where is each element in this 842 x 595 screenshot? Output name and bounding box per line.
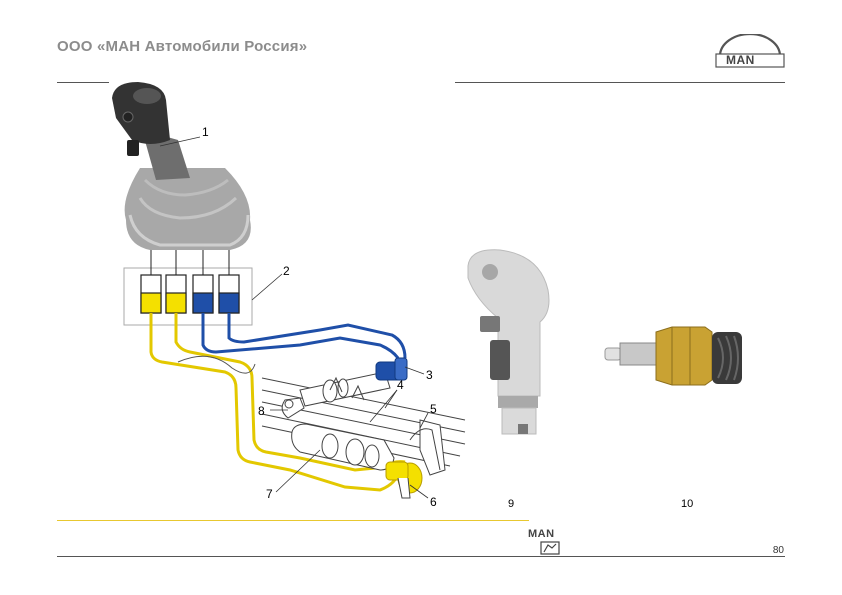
label-9: 9 xyxy=(508,498,515,510)
knob-detail xyxy=(467,249,550,435)
callout-7: 7 xyxy=(266,487,273,501)
callout-4: 4 xyxy=(397,378,404,392)
callout-6: 6 xyxy=(430,495,437,509)
callout-8: 8 xyxy=(258,404,265,418)
man-lion-icon xyxy=(540,541,560,555)
cable xyxy=(177,355,256,374)
label-10: 10 xyxy=(681,498,694,510)
man-logo-bottom: MAN xyxy=(526,528,574,556)
footer-gold-rule xyxy=(57,520,529,521)
footer-rule xyxy=(57,556,785,557)
shift-mechanism xyxy=(261,357,466,499)
callout-5: 5 xyxy=(430,402,437,416)
blue-hoses xyxy=(201,313,407,359)
top-rule-left xyxy=(57,82,109,83)
callout-2: 2 xyxy=(283,264,290,278)
leader-lines xyxy=(159,136,429,499)
valve-block xyxy=(123,250,253,326)
top-rule-right xyxy=(455,82,785,83)
callout-1: 1 xyxy=(202,125,209,139)
man-logo-text: MAN xyxy=(726,53,755,67)
man-logo-top: MAN xyxy=(714,32,786,70)
gear-lever xyxy=(112,82,251,250)
callout-3: 3 xyxy=(426,368,433,382)
company-title: ООО «МАН Автомобили Россия» xyxy=(57,38,308,55)
sensor-detail xyxy=(604,326,742,386)
man-logo-bottom-text: MAN xyxy=(528,528,555,540)
page-number: 80 xyxy=(772,545,784,556)
man-logo-icon xyxy=(715,32,785,68)
